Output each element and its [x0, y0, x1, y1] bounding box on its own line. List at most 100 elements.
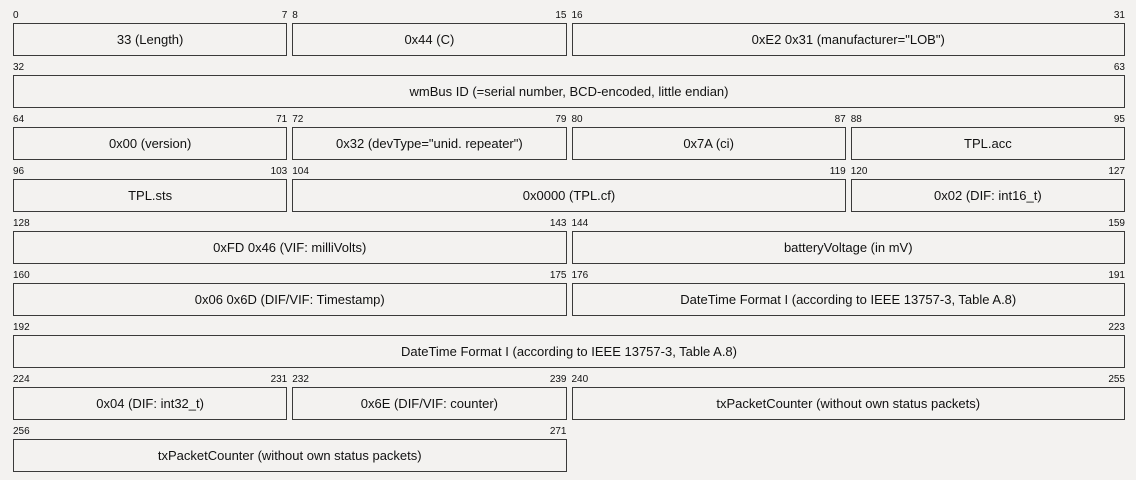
field-box: txPacketCounter (without own status pack… — [571, 387, 1125, 420]
field-box: 0x02 (DIF: int16_t) — [850, 179, 1125, 212]
field-64-71: 64 71 0x00 (version) — [13, 114, 288, 166]
bit-end-label: 231 — [270, 374, 288, 385]
field-label: 0x06 0x6D (DIF/VIF: Timestamp) — [194, 292, 385, 307]
bit-start-label: 32 — [13, 62, 25, 73]
bit-end-label: 127 — [1108, 166, 1125, 177]
field-box: 0x44 (C) — [292, 23, 567, 56]
bit-end-label: 159 — [1108, 218, 1125, 229]
field-label: txPacketCounter (without own status pack… — [716, 396, 981, 411]
bit-start-label: 128 — [13, 218, 30, 229]
bit-start-label: 120 — [850, 166, 868, 177]
bit-start-label: 88 — [850, 114, 862, 125]
field-box: 0x7A (ci) — [571, 127, 846, 160]
field-box: 0x00 (version) — [13, 127, 288, 160]
field-256-271: 256 271 txPacketCounter (without own statu… — [13, 426, 567, 478]
field-label: 0x00 (version) — [108, 136, 192, 151]
field-label: txPacketCounter (without own status pack… — [157, 448, 422, 463]
bit-end-label: 95 — [1113, 114, 1125, 125]
bit-end-label: 239 — [549, 374, 567, 385]
field-box: DateTime Format I (according to IEEE 137… — [571, 283, 1125, 316]
field-8-15: 8 15 0x44 (C) — [292, 10, 567, 62]
field-label: DateTime Format I (according to IEEE 137… — [680, 292, 1017, 307]
bit-start-label: 16 — [571, 10, 583, 21]
bit-start-label: 192 — [13, 322, 30, 333]
field-32-63: 32 63 wmBus ID (=serial number, BCD-encode… — [13, 62, 1125, 114]
bit-start-label: 240 — [571, 374, 589, 385]
bit-end-label: 79 — [555, 114, 567, 125]
field-box: 33 (Length) — [13, 23, 288, 56]
bit-start-label: 64 — [13, 114, 25, 125]
field-80-87: 80 87 0x7A (ci) — [571, 114, 846, 166]
field-box: 0x6E (DIF/VIF: counter) — [292, 387, 567, 420]
field-128-143: 128 143 0xFD 0x46 (VIF: milliVolts) — [13, 218, 567, 270]
field-240-255: 240 255 txPacketCounter (without own statu… — [571, 374, 1125, 426]
bit-end-label: 71 — [276, 114, 288, 125]
field-label: batteryVoltage (in mV) — [783, 240, 913, 255]
field-box: 0xFD 0x46 (VIF: milliVolts) — [13, 231, 567, 264]
field-144-159: 144 159 batteryVoltage (in mV) — [571, 218, 1125, 270]
bit-end-label: 7 — [281, 10, 288, 21]
field-box: TPL.acc — [850, 127, 1125, 160]
field-0-7: 0 7 33 (Length) — [13, 10, 288, 62]
field-box: wmBus ID (=serial number, BCD-encoded, l… — [13, 75, 1125, 108]
field-label: wmBus ID (=serial number, BCD-encoded, l… — [409, 84, 729, 99]
field-box: 0xE2 0x31 (manufacturer="LOB") — [571, 23, 1125, 56]
field-label: DateTime Format I (according to IEEE 137… — [401, 344, 737, 359]
field-label: 0x44 (C) — [404, 32, 455, 47]
field-label: 0xE2 0x31 (manufacturer="LOB") — [751, 32, 945, 47]
bit-end-label: 271 — [549, 426, 567, 437]
bit-end-label: 255 — [1108, 374, 1125, 385]
field-box: 0x04 (DIF: int32_t) — [13, 387, 288, 420]
field-232-239: 232 239 0x6E (DIF/VIF: counter) — [292, 374, 567, 426]
bit-end-label: 87 — [834, 114, 846, 125]
bit-end-label: 31 — [1113, 10, 1125, 21]
bit-start-label: 256 — [13, 426, 30, 437]
bit-end-label: 15 — [555, 10, 567, 21]
field-label: 0xFD 0x46 (VIF: milliVolts) — [213, 240, 367, 255]
field-label: 0x04 (DIF: int32_t) — [96, 396, 204, 411]
field-label: 33 (Length) — [116, 32, 184, 47]
field-160-175: 160 175 0x06 0x6D (DIF/VIF: Timestamp) — [13, 270, 567, 322]
field-label: 0x02 (DIF: int16_t) — [934, 188, 1042, 203]
bit-end-label: 103 — [270, 166, 288, 177]
field-72-79: 72 79 0x32 (devType="unid. repeater") — [292, 114, 567, 166]
field-label: 0x0000 (TPL.cf) — [522, 188, 616, 203]
bit-end-label: 143 — [549, 218, 567, 229]
bit-end-label: 191 — [1108, 270, 1125, 281]
field-120-127: 120 127 0x02 (DIF: int16_t) — [850, 166, 1125, 218]
field-box: 0x32 (devType="unid. repeater") — [292, 127, 567, 160]
field-box: 0x06 0x6D (DIF/VIF: Timestamp) — [13, 283, 567, 316]
field-label: TPL.acc — [964, 136, 1012, 151]
bit-start-label: 8 — [292, 10, 298, 21]
field-label: TPL.sts — [128, 188, 173, 203]
field-16-31: 16 31 0xE2 0x31 (manufacturer="LOB") — [571, 10, 1125, 62]
bit-end-label: 175 — [549, 270, 567, 281]
field-box: txPacketCounter (without own status pack… — [13, 439, 567, 472]
bit-start-label: 72 — [292, 114, 304, 125]
bit-end-label: 223 — [1108, 322, 1125, 333]
bit-end-label: 63 — [1113, 62, 1125, 73]
bit-start-label: 160 — [13, 270, 30, 281]
bit-start-label: 0 — [13, 10, 19, 21]
bit-start-label: 232 — [292, 374, 309, 385]
field-label: 0x6E (DIF/VIF: counter) — [360, 396, 498, 411]
field-label: 0x7A (ci) — [683, 136, 734, 151]
field-box: 0x0000 (TPL.cf) — [292, 179, 846, 212]
field-box: TPL.sts — [13, 179, 288, 212]
field-224-231: 224 231 0x04 (DIF: int32_t) — [13, 374, 288, 426]
field-box: DateTime Format I (according to IEEE 137… — [13, 335, 1125, 368]
bit-start-label: 224 — [13, 374, 30, 385]
bit-start-label: 96 — [13, 166, 25, 177]
field-box: batteryVoltage (in mV) — [571, 231, 1125, 264]
bit-start-label: 176 — [571, 270, 589, 281]
field-label: 0x32 (devType="unid. repeater") — [336, 136, 523, 151]
bit-start-label: 80 — [571, 114, 583, 125]
bit-start-label: 144 — [571, 218, 589, 229]
bit-end-label: 119 — [829, 166, 846, 177]
